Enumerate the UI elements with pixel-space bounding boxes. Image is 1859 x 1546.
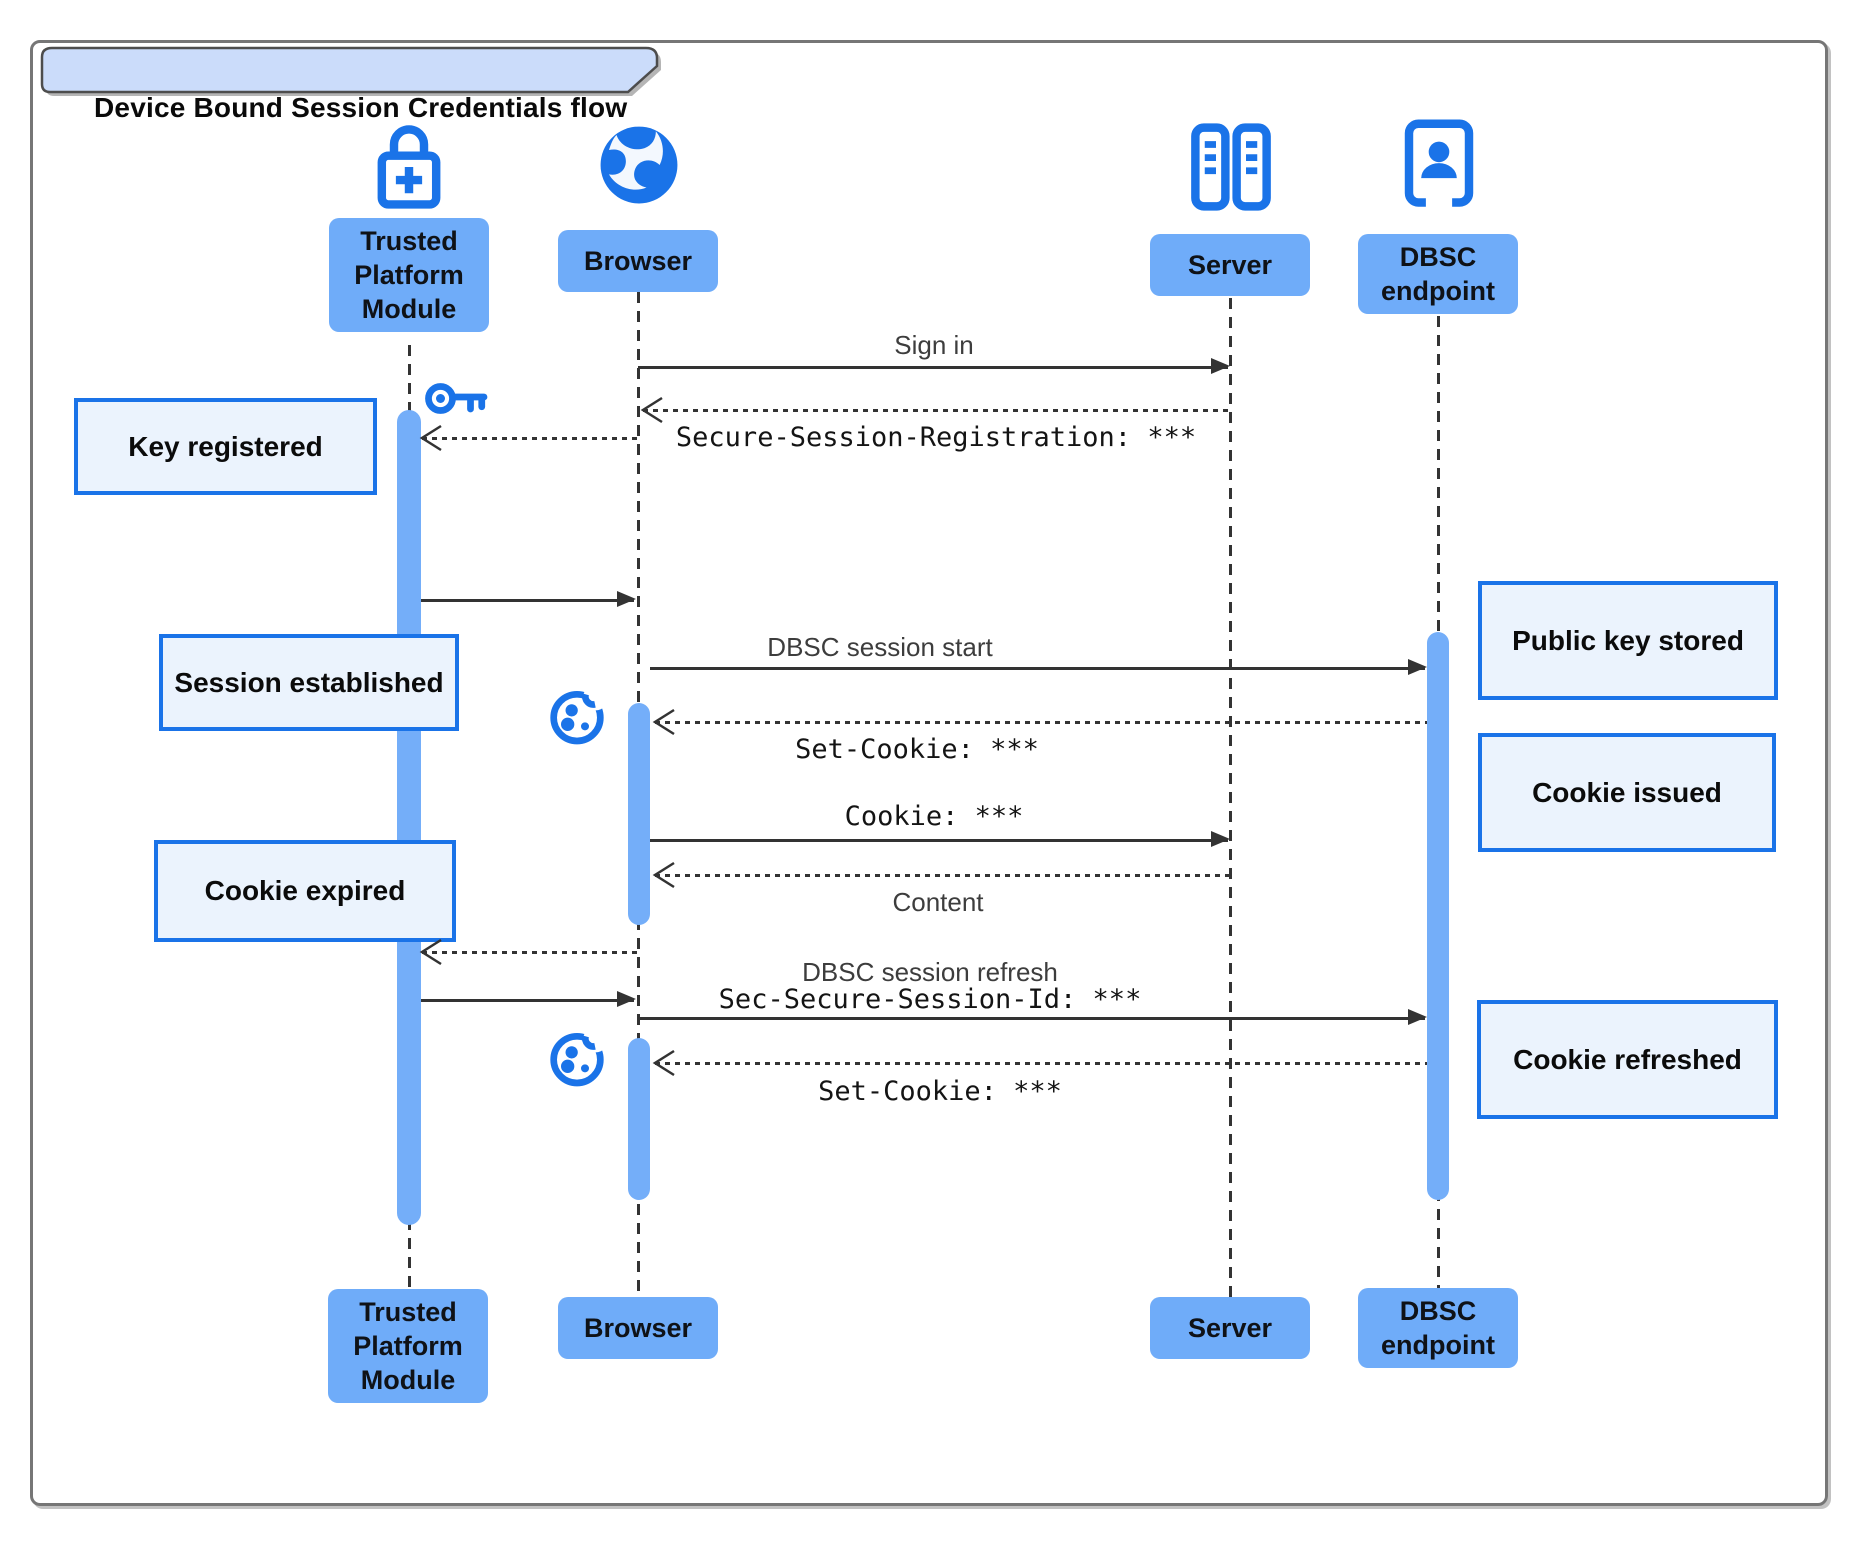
participant-server-top: Server (1150, 234, 1310, 296)
participant-dbsc-top: DBSC endpoint (1358, 234, 1518, 314)
diagram-title: Device Bound Session Credentials flow (94, 92, 628, 123)
message-cookie: Cookie: *** (844, 801, 1024, 832)
cookie-icon (550, 685, 609, 745)
note-cookie-expired: Cookie expired (154, 840, 456, 942)
note-cookie-issued: Cookie issued (1478, 733, 1776, 852)
diagram-title-tab: Device Bound Session Credentials flow (36, 40, 676, 123)
note-cookie-refreshed: Cookie refreshed (1477, 1000, 1778, 1119)
participant-tpm-bottom: Trusted Platform Module (328, 1289, 488, 1403)
message-set-cookie-1: Set-Cookie: *** (795, 734, 1039, 765)
note-key-registered: Key registered (74, 398, 377, 495)
message-content: Content (892, 887, 984, 917)
lifeline-server (1229, 298, 1232, 1297)
message-sign-in: Sign in (894, 330, 974, 360)
cookie-icon (550, 1027, 609, 1087)
participant-tpm-top: Trusted Platform Module (329, 218, 489, 332)
door-person-icon (1404, 119, 1474, 209)
globe-icon (600, 126, 678, 204)
message-registration: Secure-Session-Registration: *** (675, 422, 1197, 453)
note-public-key-stored: Public key stored (1478, 581, 1778, 700)
participant-browser-top: Browser (558, 230, 718, 292)
activation-bar-tpm (397, 410, 421, 1225)
activation-bar-dbsc (1427, 632, 1449, 1200)
message-session-start: DBSC session start (767, 632, 993, 662)
lock-plus-icon (377, 125, 441, 209)
key-icon (425, 383, 488, 414)
note-session-established: Session established (159, 634, 459, 731)
participant-browser-bottom: Browser (558, 1297, 718, 1359)
participant-server-bottom: Server (1150, 1297, 1310, 1359)
message-set-cookie-2: Set-Cookie: *** (818, 1076, 1062, 1107)
activation-bar-browser-1 (628, 703, 650, 925)
message-session-refresh: DBSC session refresh (802, 957, 1058, 987)
title-tab-shape (40, 46, 661, 96)
message-session-id: Sec-Secure-Session-Id: *** (718, 984, 1142, 1015)
activation-bar-browser-2 (628, 1038, 650, 1200)
diagram-frame (30, 40, 1828, 1506)
server-rack-icon (1191, 123, 1271, 211)
participant-dbsc-bottom: DBSC endpoint (1358, 1288, 1518, 1368)
